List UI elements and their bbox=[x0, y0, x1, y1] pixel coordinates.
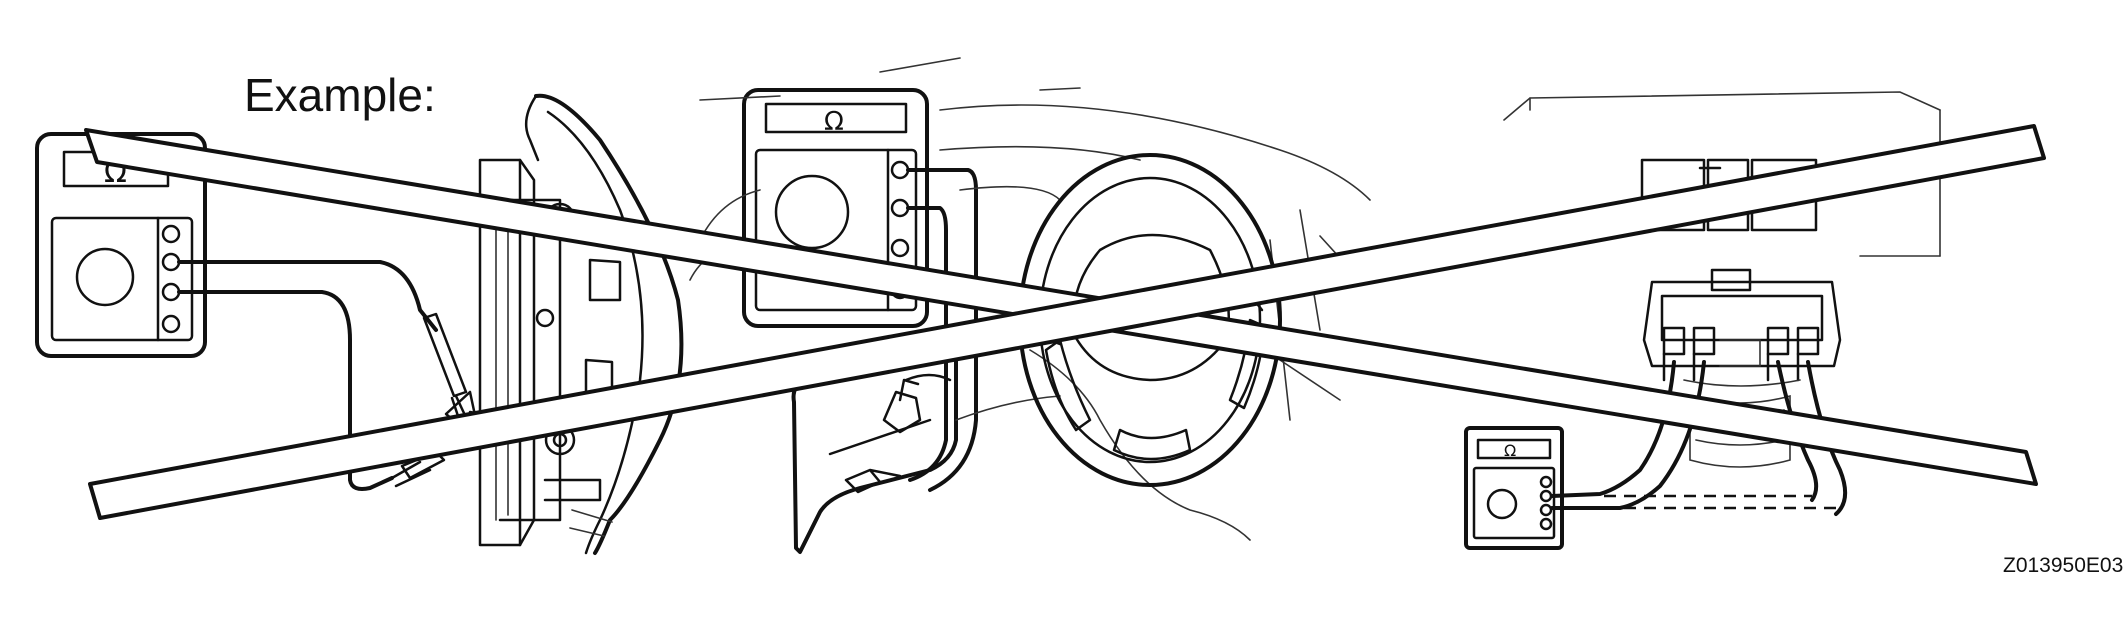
lead-right-3 bbox=[1776, 360, 1819, 502]
lead-left-2 bbox=[177, 290, 394, 491]
example-label: Example: bbox=[244, 69, 436, 121]
ohmmeter-left-dial bbox=[75, 247, 135, 307]
cross-out-x-icon bbox=[84, 124, 2046, 520]
steering-column-assembly bbox=[444, 93, 684, 555]
ohmmeter-middle-jack-2 bbox=[890, 198, 910, 218]
lead-middle-1 bbox=[906, 168, 978, 492]
lead-right-4 bbox=[1806, 360, 1848, 516]
ohmmeter-right: Ω bbox=[1464, 426, 1564, 550]
ohmmeter-middle-display bbox=[764, 102, 908, 134]
figure-code: Z013950E03 bbox=[2003, 554, 2124, 577]
cross-bar-2 bbox=[88, 124, 2046, 520]
ohmmeter-right-panel bbox=[1472, 466, 1556, 540]
ohmmeter-middle-panel bbox=[754, 148, 918, 312]
ohmmeter-left-jack-1 bbox=[161, 224, 181, 244]
ohmmeter-middle-symbol: Ω bbox=[824, 107, 844, 137]
ohmmeter-right-dial bbox=[1486, 488, 1518, 520]
airbag-connector bbox=[1642, 268, 1842, 468]
lead-left-1 bbox=[177, 260, 438, 332]
ohmmeter-right-body bbox=[1464, 426, 1564, 550]
ohmmeter-middle-dial bbox=[774, 174, 850, 250]
dash-trim-outline bbox=[1503, 91, 1941, 257]
ohmmeter-left-jack-4 bbox=[161, 314, 181, 334]
ohmmeter-right-display bbox=[1476, 438, 1552, 460]
ohmmeter-middle-jack-3 bbox=[890, 238, 910, 258]
ohmmeter-middle-jack-1 bbox=[890, 160, 910, 180]
ohmmeter-right-symbol: Ω bbox=[1504, 441, 1516, 460]
ohmmeter-left-panel bbox=[50, 216, 194, 342]
ohmmeter-left-jack-3 bbox=[161, 282, 181, 302]
ohmmeter-left-jack-2 bbox=[161, 252, 181, 272]
